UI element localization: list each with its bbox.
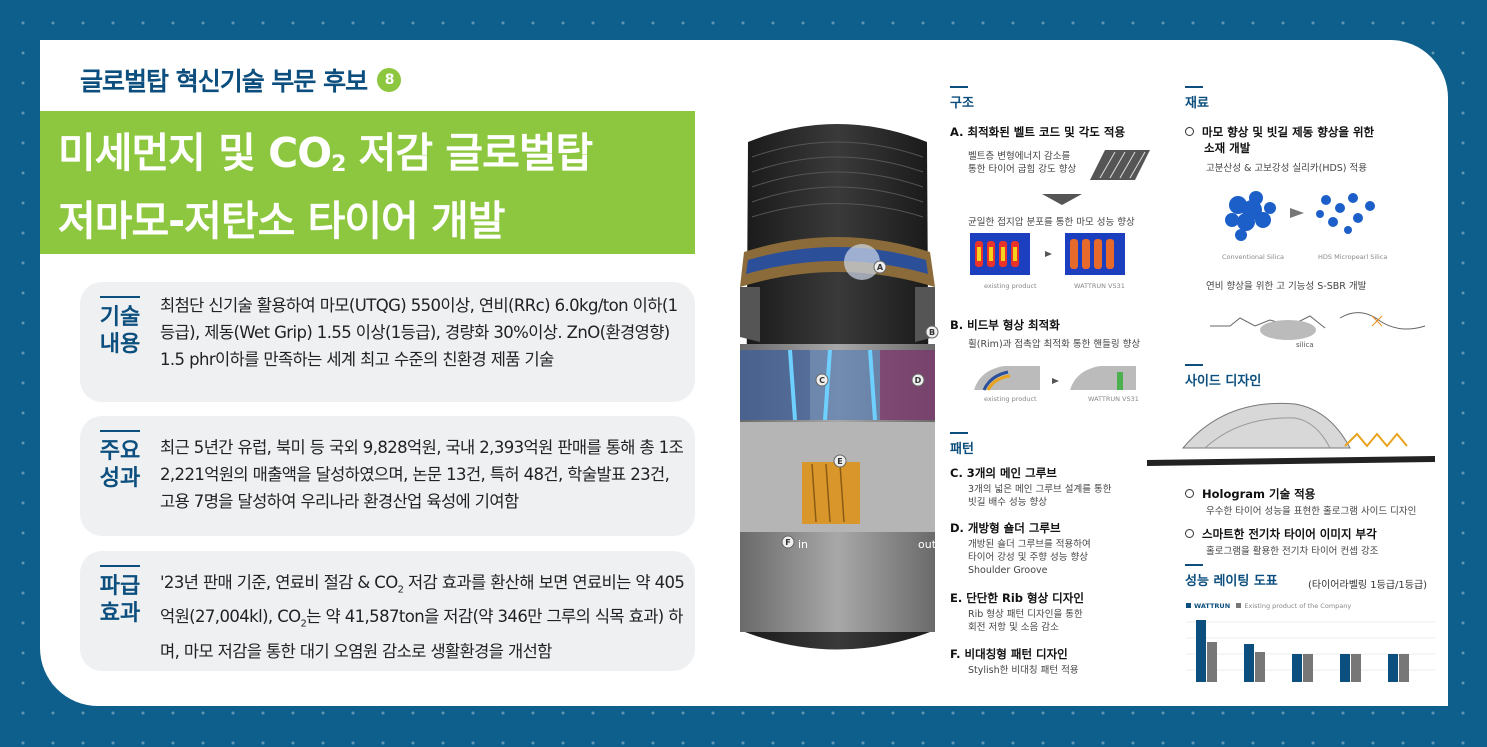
achievements-label: 주요 성과 — [96, 430, 144, 492]
structure-heading: 구조 — [950, 86, 974, 111]
tire-image: A B C D E F in out — [740, 124, 939, 650]
achievements-box: 주요 성과 최근 5년간 유럽, 북미 등 국외 9,828억원, 국내 2,3… — [80, 416, 695, 536]
pattern-e-title: E. 단단한 Rib 형상 디자인 — [950, 591, 1084, 605]
main-title-line1: 미세먼지 및 CO2 저감 글로벌탑 — [58, 129, 593, 177]
circle-bullet-icon — [1185, 489, 1194, 498]
tire-cutaway-illustration: A B C D E F in out — [730, 112, 945, 654]
contact-pressure-comparison — [970, 233, 1125, 275]
ripple-effect-box: 파급 효과 '23년 판매 기준, 연료비 절감 & CO2 저감 효과를 환산… — [80, 551, 695, 671]
side-design-heading: 사이드 디자인 — [1185, 364, 1261, 389]
material-title-line1: 마모 향상 및 빗길 제동 향상을 위한 — [1185, 124, 1374, 140]
main-title-line2: 저마모-저탄소 타이어 개발 — [58, 197, 505, 245]
tire-label-out: out — [918, 538, 937, 551]
structure-b-text: 휠(Rim)과 접촉압 최적화 통한 핸들링 향상 — [968, 339, 1141, 350]
pressure-caption-wattrun: WATTRUN VS31 — [1074, 282, 1125, 290]
structure-a-text2: 통한 타이어 굽힘 강도 향상 — [968, 164, 1077, 175]
structure-a-text3: 균일한 접지압 분포를 통한 마모 성능 향상 — [968, 217, 1135, 228]
legend-swatch-existing — [1236, 603, 1242, 608]
tire-marker-c: C — [819, 376, 825, 385]
circle-bullet-icon — [1185, 529, 1194, 538]
tech-content-label: 기술 내용 — [96, 296, 144, 358]
pattern-f-title: F. 비대칭형 패턴 디자인 — [950, 647, 1068, 661]
material-text1: 고분산성 & 고보강성 실리카(HDS) 적용 — [1206, 163, 1368, 174]
s-sbr-molecule-diagram: silica — [1210, 312, 1426, 349]
pattern-c-text1: 3개의 넓은 메인 그루브 설계를 통한 — [968, 484, 1112, 495]
structure-a-title: A. 최적화된 벨트 코드 및 각도 적용 — [950, 125, 1126, 139]
side-bullet1-text: 우수한 타이어 성능을 표현한 홀로그램 사이드 디자인 — [1206, 506, 1417, 517]
tech-content-text: 최첨단 신기술 활용하여 마모(UTQG) 550이상, 연비(RRc) 6.0… — [160, 296, 678, 369]
rating-note: (타이어라벨링 1등급/1등급) — [1308, 580, 1428, 591]
tire-label-in: in — [798, 538, 808, 551]
bead-caption-wattrun: WATTRUN VS31 — [1088, 395, 1139, 403]
achievements-text: 최근 5년간 유럽, 북미 등 국외 9,828억원, 국내 2,393억원 판… — [160, 438, 684, 511]
pattern-heading: 패턴 — [950, 432, 974, 457]
tech-content-box: 기술 내용 최첨단 신기술 활용하여 마모(UTQG) 550이상, 연비(RR… — [80, 282, 695, 402]
pattern-d-title: D. 개방형 숄더 그루브 — [950, 521, 1061, 535]
rating-bar-chart — [1186, 620, 1436, 682]
pattern-d-text2: 타이어 강성 및 주향 성능 향상 — [968, 552, 1088, 563]
bead-shape-comparison — [974, 366, 1136, 391]
content-card: 글로벌탑 혁신기술 부문 후보 8 미세먼지 및 CO2 저감 글로벌탑 저마모… — [40, 40, 1448, 706]
side-bullet2-title: 스마트한 전기차 타이어 이미지 부각 — [1185, 526, 1377, 542]
tire-marker-e: E — [837, 457, 842, 466]
bead-caption-existing: existing product — [984, 395, 1037, 403]
silica-dispersion-diagram — [1225, 191, 1375, 241]
pattern-e-text1: Rib 형상 패턴 디자인을 통한 — [968, 609, 1083, 620]
silica-caption-hds: HDS Micropearl Silica — [1318, 253, 1388, 261]
title-banner: 미세먼지 및 CO2 저감 글로벌탑 저마모-저탄소 타이어 개발 — [40, 111, 695, 254]
rating-heading: 성능 레이팅 도표 — [1185, 564, 1278, 589]
pattern-f-text1: Stylish한 비대칭 패턴 적용 — [968, 665, 1079, 676]
rating-legend: WATTRUN Existing product of the Company — [1186, 602, 1351, 610]
pressure-caption-existing: existing product — [984, 282, 1037, 290]
ripple-effect-text: '23년 판매 기준, 연료비 절감 & CO2 저감 효과를 환산해 보면 연… — [160, 573, 685, 661]
material-text2: 연비 향상을 위한 고 기능성 S-SBR 개발 — [1206, 281, 1367, 292]
material-heading: 재료 — [1185, 86, 1209, 111]
legend-swatch-wattrun — [1186, 603, 1191, 608]
pattern-c-title: C. 3개의 메인 그루브 — [950, 466, 1057, 480]
silica-label: silica — [1296, 341, 1314, 349]
subtitle-text: 글로벌탑 혁신기술 부문 후보 — [80, 67, 368, 96]
tire-marker-b: B — [929, 328, 935, 337]
structure-a-text1: 벨트층 변형에너지 감소를 — [968, 151, 1071, 162]
category-subtitle: 글로벌탑 혁신기술 부문 후보 8 — [80, 62, 402, 98]
silica-caption-conventional: Conventional Silica — [1222, 253, 1285, 261]
pattern-d-text1: 개방된 숄더 그루브를 적용하여 — [968, 539, 1091, 550]
circle-bullet-icon — [1185, 127, 1194, 136]
hologram-sidewall-diagram — [1147, 402, 1435, 466]
pattern-d-text3: Shoulder Groove — [968, 565, 1048, 576]
pattern-e-text2: 회전 저항 및 소음 감소 — [968, 622, 1059, 633]
pattern-c-text2: 빗길 배수 성능 향상 — [968, 497, 1047, 508]
tire-marker-f: F — [785, 538, 790, 547]
ripple-effect-label: 파급 효과 — [96, 565, 144, 627]
side-bullet1-title: Hologram 기술 적용 — [1185, 486, 1315, 502]
belt-cord-diagram — [1090, 150, 1150, 180]
structure-b-title: B. 비드부 형상 최적화 — [950, 318, 1060, 332]
tire-marker-d: D — [915, 376, 922, 385]
candidate-number-badge: 8 — [377, 68, 402, 92]
side-bullet2-text: 홀로그램을 활용한 전기차 타이어 컨셉 강조 — [1206, 546, 1379, 557]
material-title-line2: 소재 개발 — [1204, 141, 1251, 155]
tire-marker-a: A — [877, 263, 884, 272]
down-arrow-icon — [1042, 194, 1082, 205]
